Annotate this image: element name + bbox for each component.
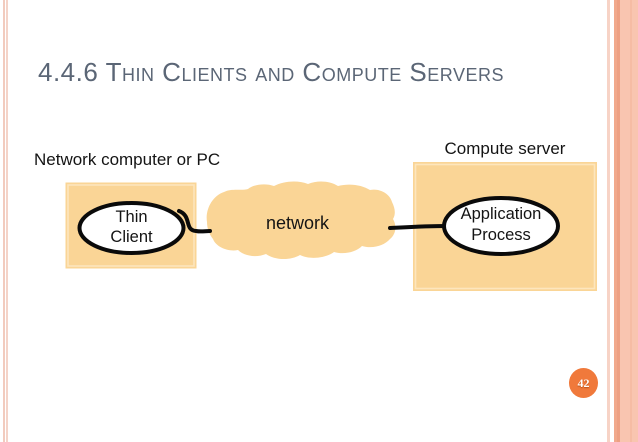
left-accent-stripe: [3, 0, 5, 442]
connector-network-server: [388, 224, 449, 230]
left-accent-stripe: [6, 0, 8, 442]
right-accent-stripe: [630, 0, 632, 442]
slide-title: 4.4.6 Thin Clients and Compute Servers: [38, 57, 504, 87]
network-cloud: [206, 181, 396, 260]
connector-client-network: [177, 209, 212, 234]
thin-client-node-label: Thin Client: [110, 208, 153, 246]
page-number-badge: 42: [569, 368, 598, 398]
server-machine-label: Compute server: [444, 139, 566, 158]
right-accent-band: [620, 0, 638, 442]
application-process-node-label: Application Process: [460, 205, 542, 244]
right-accent-stripe: [614, 0, 617, 442]
client-machine-label: Network computer or PC: [34, 150, 221, 169]
right-accent-stripe: [607, 0, 610, 442]
application-process-node: [442, 196, 560, 256]
thin-client-node: [77, 201, 186, 255]
right-accent-stripe: [617, 0, 620, 442]
network-node-label: network: [265, 213, 330, 233]
